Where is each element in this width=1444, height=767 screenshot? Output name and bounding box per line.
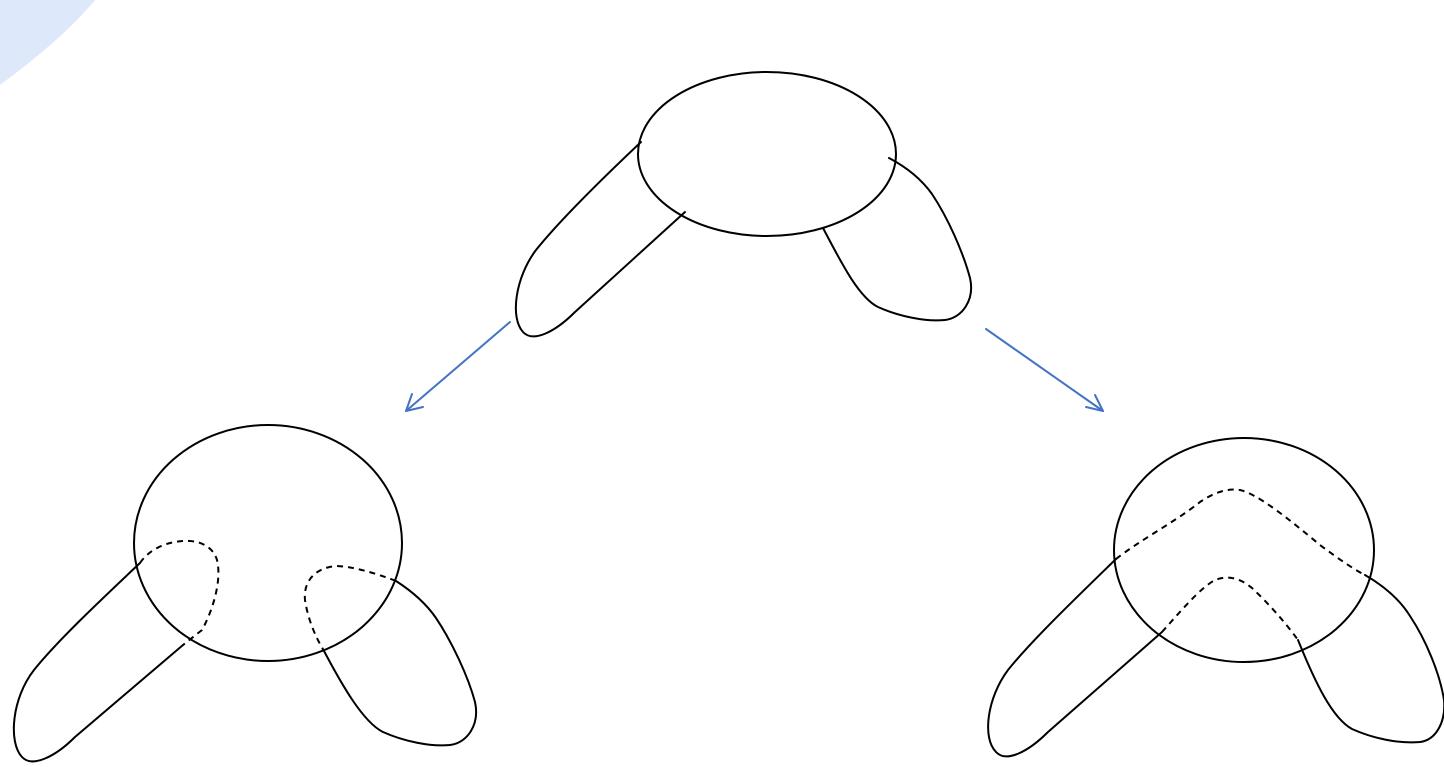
right-outer-loop (324, 581, 476, 745)
source-body-ellipse (638, 72, 896, 236)
left-result-figure (14, 425, 476, 761)
right-inner-loop-dashed (305, 566, 396, 651)
source-figure (516, 72, 971, 336)
right-body-ellipse (1114, 438, 1374, 662)
right-figure-left-loop (988, 559, 1162, 756)
connecting-arc-inner-dashed (1162, 578, 1298, 640)
arrow-to-right (986, 329, 1103, 411)
left-inner-loop-dashed (140, 541, 218, 645)
arrow-to-left (406, 322, 510, 411)
left-body-ellipse (134, 425, 402, 661)
connecting-arc-outer-dashed (1116, 490, 1365, 576)
left-outer-loop (14, 563, 183, 761)
corner-decoration (0, 0, 95, 85)
source-left-loop (516, 142, 685, 336)
right-result-figure (988, 438, 1444, 756)
right-figure-right-loop (1298, 575, 1444, 742)
source-right-loop (823, 158, 971, 320)
